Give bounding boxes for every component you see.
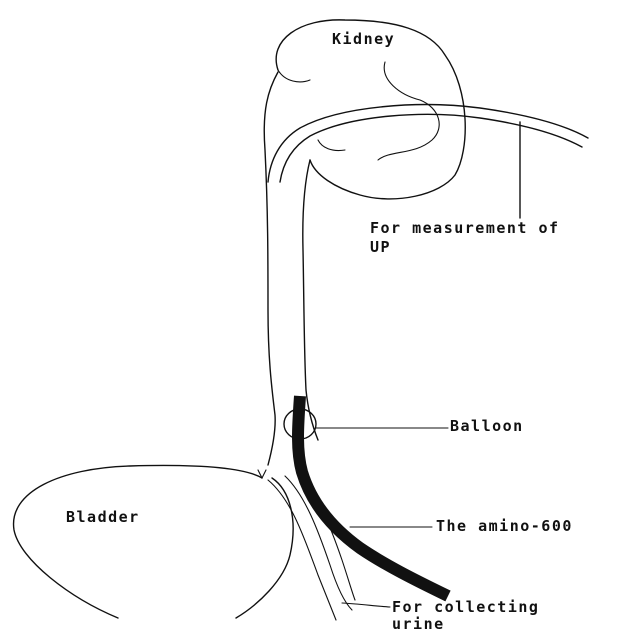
collecting-label-line1: For collecting xyxy=(392,598,539,616)
renal-pelvis xyxy=(378,62,439,160)
bladder-label: Bladder xyxy=(66,508,140,526)
catheter-label: The amino-600 xyxy=(436,517,573,535)
renal-pelvis-inner xyxy=(318,140,345,151)
collecting-label-line2: urine xyxy=(392,615,445,632)
measurement-label-line2: UP xyxy=(370,238,391,256)
bladder-outline xyxy=(14,466,262,619)
up-catheter-inner xyxy=(280,114,582,182)
amino-catheter xyxy=(298,396,448,596)
kidney-upper-lobe xyxy=(278,70,310,82)
ureter-left-wall xyxy=(264,72,278,465)
measurement-label-line1: For measurement of xyxy=(370,219,560,237)
kidney-label: Kidney xyxy=(332,30,395,48)
collecting-tube-line-1 xyxy=(268,480,336,620)
balloon-label: Balloon xyxy=(450,417,524,435)
